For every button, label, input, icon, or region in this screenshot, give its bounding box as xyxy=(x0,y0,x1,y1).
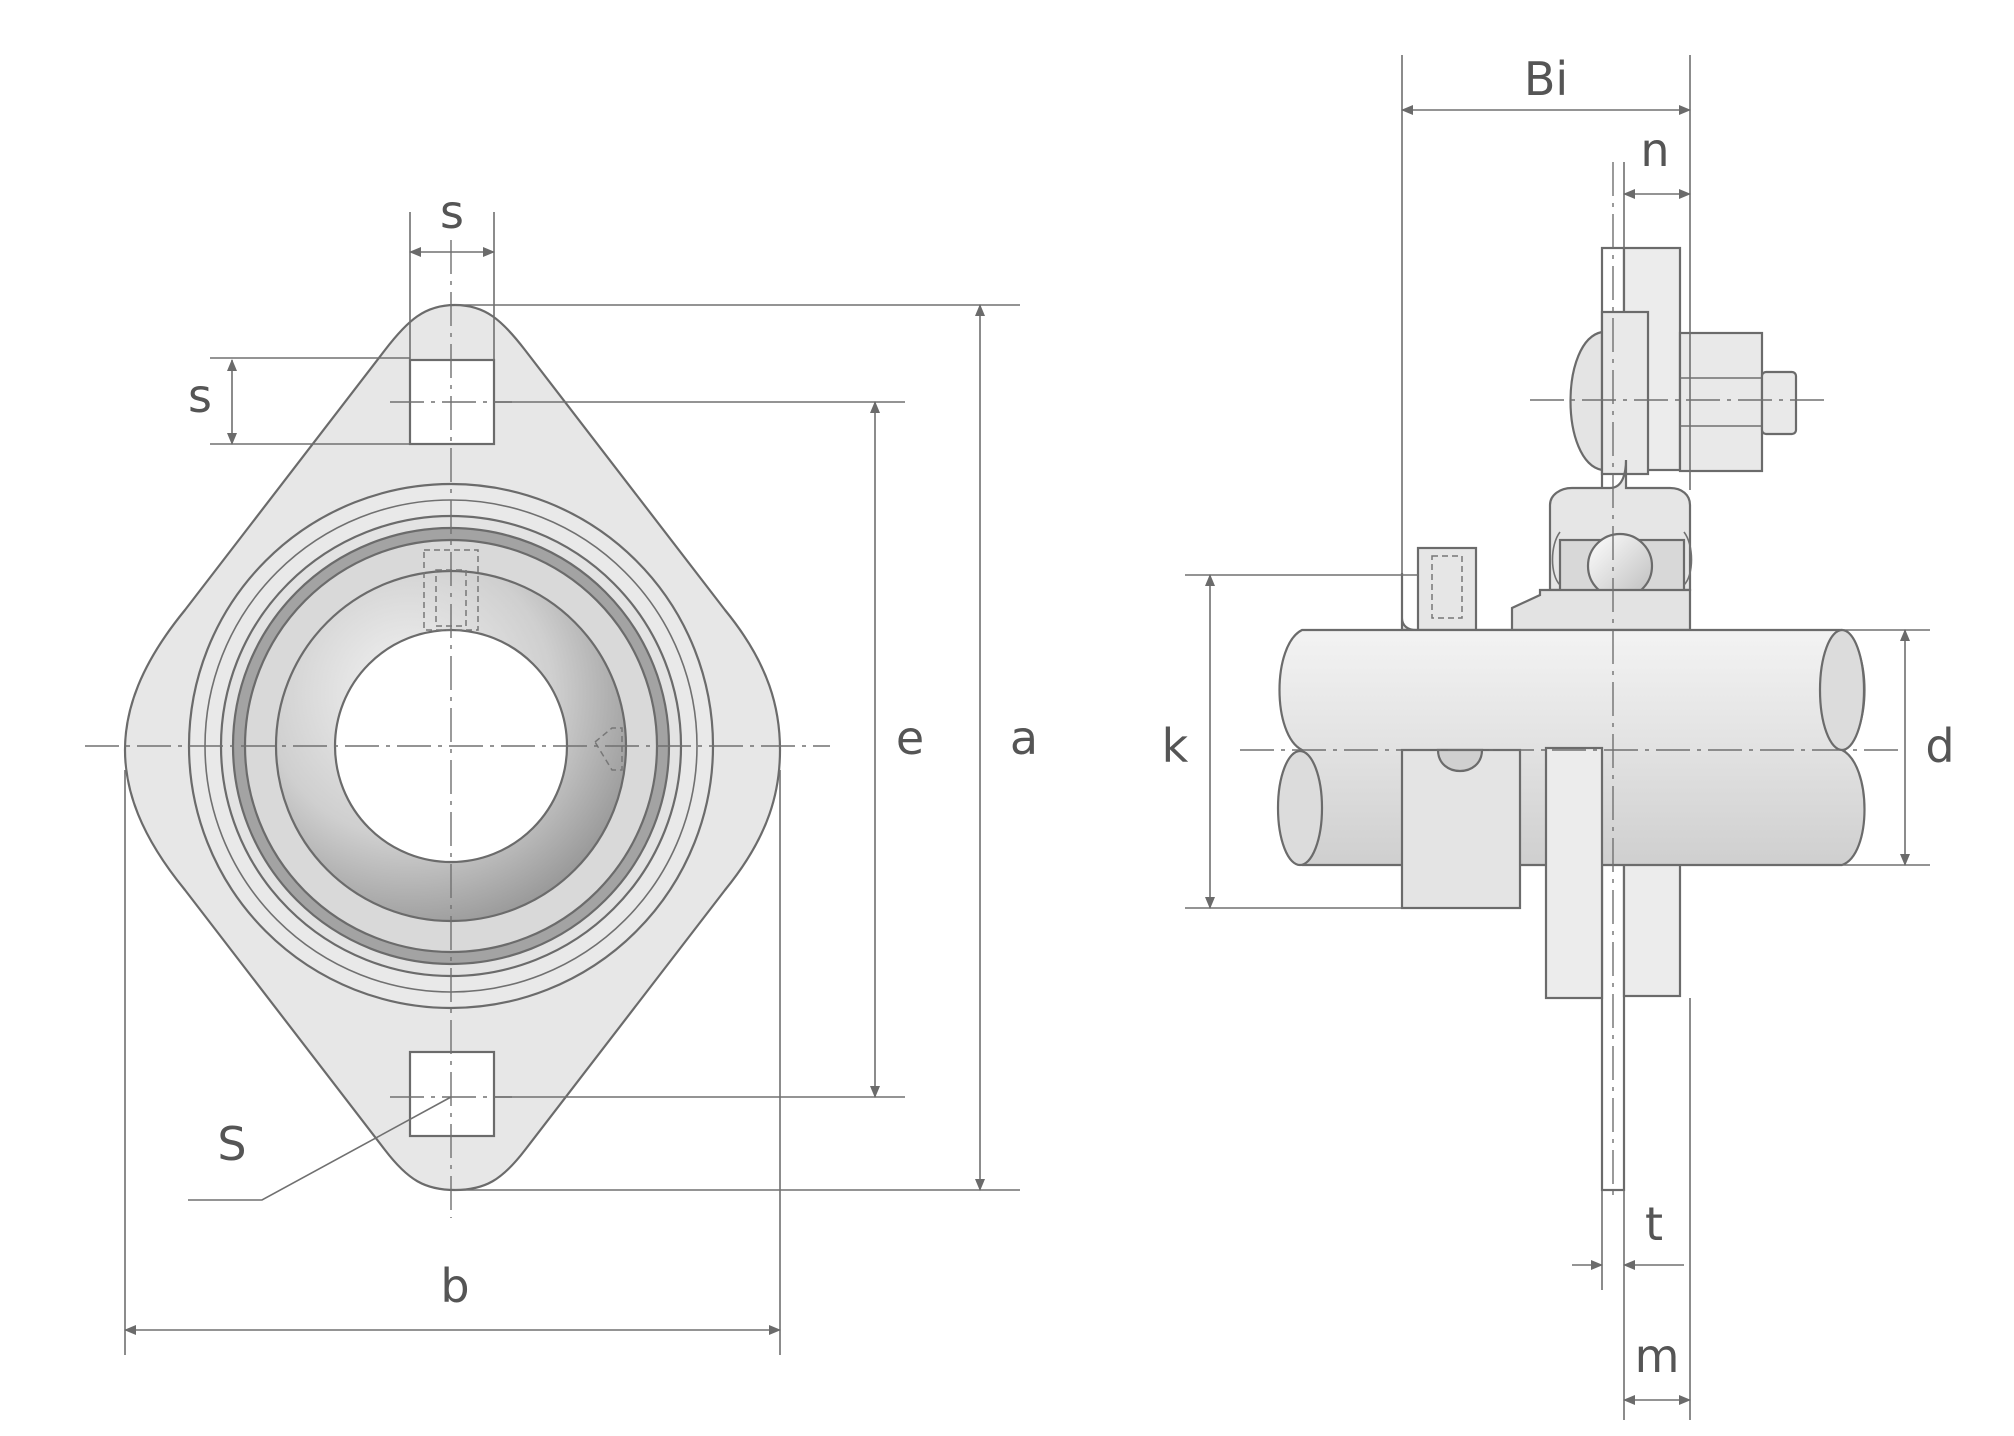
ball xyxy=(1586,532,1654,600)
bolt-square xyxy=(1600,310,1650,476)
leader-S xyxy=(188,1096,452,1201)
set-screw-right-hidden xyxy=(594,727,623,771)
label-e: e xyxy=(896,711,924,765)
housing-lower xyxy=(1544,746,1604,1000)
mounting-hole-bottom xyxy=(408,1050,496,1138)
label-S: S xyxy=(217,1117,246,1171)
bolt-thread-end xyxy=(1760,370,1798,436)
label-t: t xyxy=(1645,1197,1663,1251)
carriage-bolt-head xyxy=(1569,330,1604,472)
grub-screw xyxy=(1416,546,1478,632)
front-view: s s e a b S xyxy=(85,185,1038,1355)
side-view: Bi n k d t m xyxy=(1162,52,1955,1420)
shaft-end-left xyxy=(1276,749,1324,867)
label-k: k xyxy=(1162,719,1189,773)
nut xyxy=(1678,331,1764,473)
label-s-height: s xyxy=(188,369,212,423)
label-s-width: s xyxy=(440,185,464,239)
label-n: n xyxy=(1640,123,1669,177)
label-a: a xyxy=(1010,711,1038,765)
collar-lower-notch xyxy=(1436,748,1484,773)
label-d: d xyxy=(1925,719,1954,773)
collar-lower xyxy=(1400,748,1522,910)
label-m: m xyxy=(1635,1329,1680,1383)
shaft-end-right xyxy=(1818,628,1866,752)
label-Bi: Bi xyxy=(1524,52,1568,106)
label-b: b xyxy=(440,1259,469,1313)
